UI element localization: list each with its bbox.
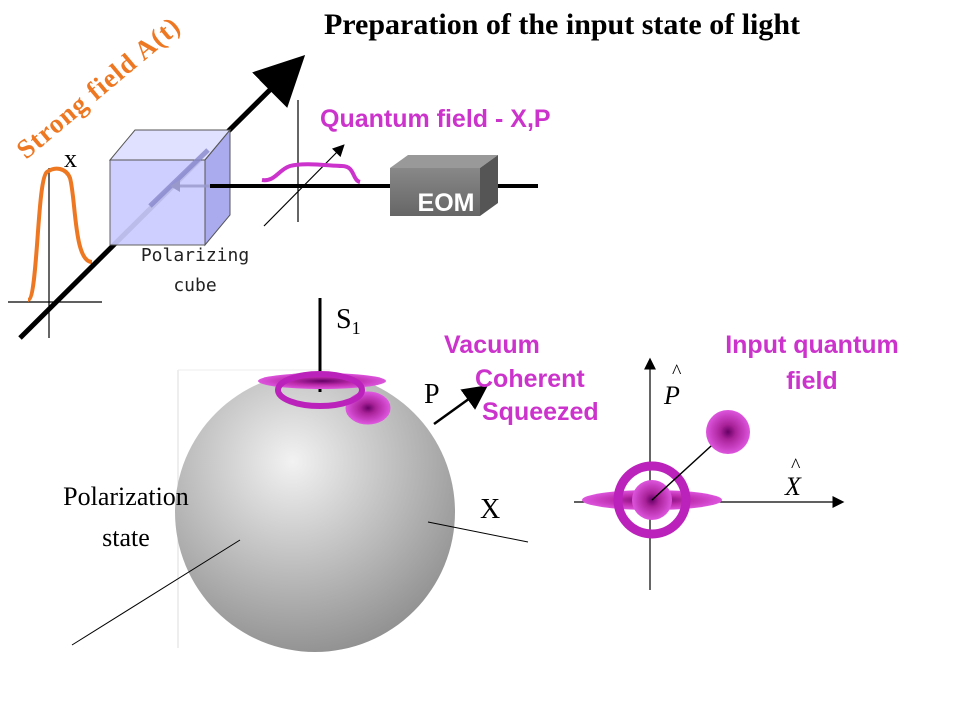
sphere-states — [258, 371, 391, 425]
state-label-coherent: Coherent — [475, 365, 585, 393]
input-quantum-field-label-line1: Input quantum — [725, 331, 899, 359]
eom-box — [390, 155, 498, 216]
strong-field-axes — [8, 168, 102, 338]
poincare-sphere — [175, 372, 455, 652]
x-hat-label: X — [784, 472, 802, 501]
phase-space-states — [582, 410, 750, 539]
input-quantum-field-label-line2: field — [786, 367, 837, 395]
page-title: Preparation of the input state of light — [324, 8, 800, 41]
polarizing-cube-label-line1: Polarizing — [141, 245, 249, 266]
eom-label: EOM — [418, 189, 475, 217]
polarization-state-label-line1: Polarization — [63, 482, 189, 511]
p-hat-label: P — [663, 381, 680, 410]
p-axis-arrow — [433, 385, 489, 426]
quantum-field-axes — [263, 100, 345, 227]
x-axis-label: X — [480, 494, 500, 525]
state-label-vacuum: Vacuum — [444, 331, 540, 359]
x-axis-line — [427, 521, 529, 543]
p-axis-label: P — [424, 379, 440, 410]
polarization-state-label-line2: state — [102, 523, 150, 552]
polarization-state-pointer — [71, 539, 241, 646]
polarizing-cube-label-line2: cube — [173, 275, 216, 296]
x-hat-circumflex: ^ — [791, 455, 801, 477]
p-hat-circumflex: ^ — [672, 361, 682, 383]
state-label-squeezed: Squeezed — [482, 398, 599, 426]
axis-x-label: x — [64, 144, 77, 173]
quantum-field-label: Quantum field - X,P — [320, 105, 551, 133]
strong-field-pulse — [26, 166, 93, 302]
quantum-field-wave — [261, 162, 361, 184]
s1-label: S1 — [336, 304, 361, 338]
polarizing-cube — [108, 128, 232, 247]
